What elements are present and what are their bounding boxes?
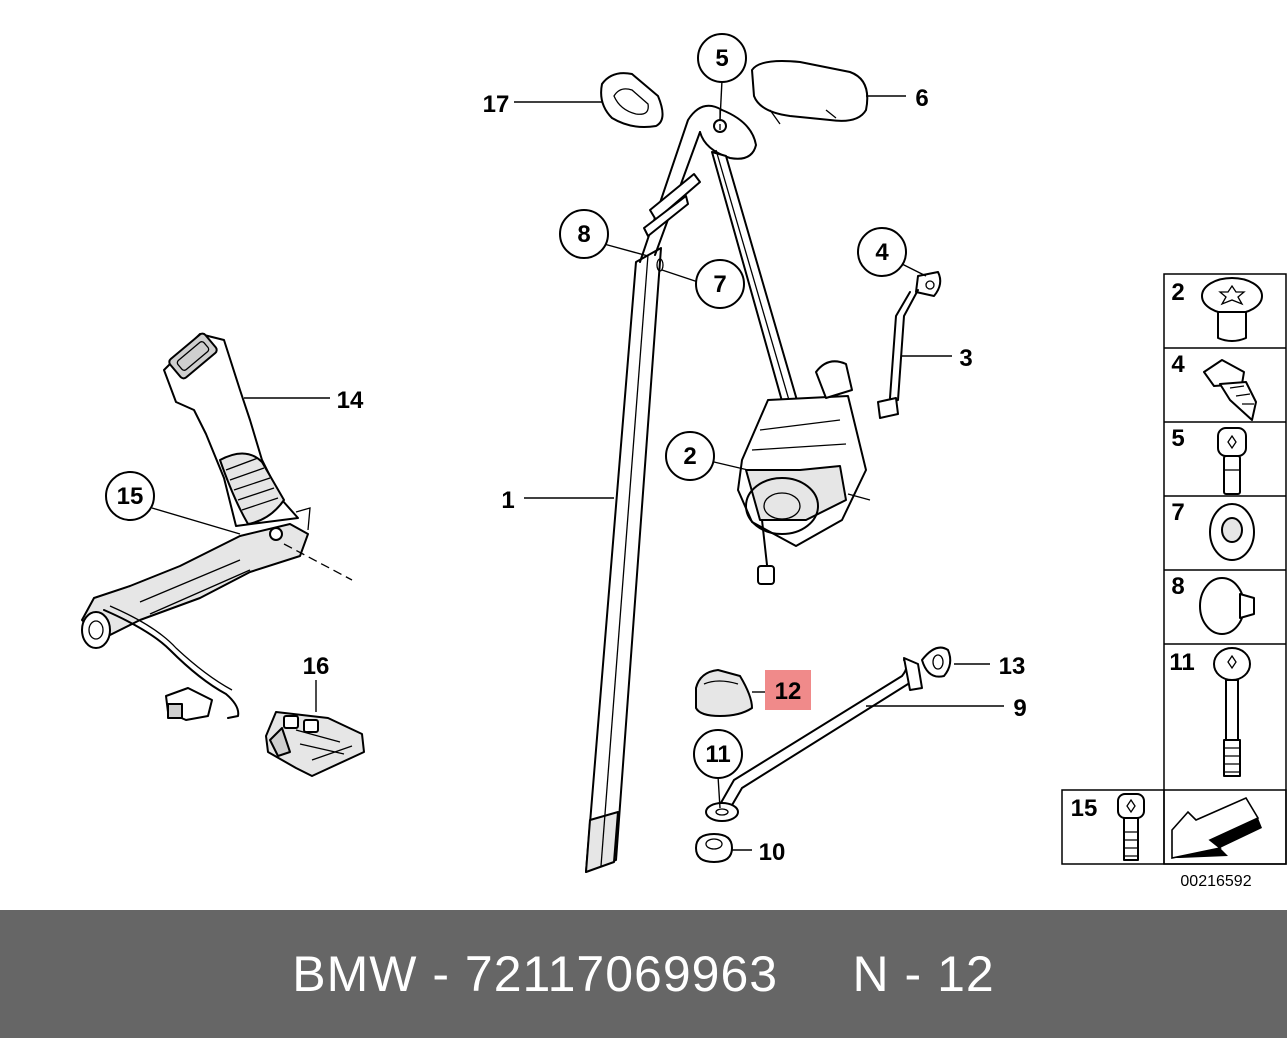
label-1: 1 [501,487,514,514]
callout-4: 4 [857,227,907,277]
svg-text:2: 2 [1171,279,1184,306]
label-17: 17 [483,91,510,118]
fastener-legend: 2 4 5 7 8 [1061,273,1287,865]
svg-text:5: 5 [715,45,728,72]
svg-text:4: 4 [1171,351,1185,378]
label-9: 9 [1013,695,1026,722]
svg-text:8: 8 [1171,573,1184,600]
svg-text:12: 12 [775,678,802,705]
label-13: 13 [999,653,1026,680]
svg-text:4: 4 [875,239,889,266]
label-3: 3 [959,345,972,372]
connector-16 [265,711,365,777]
callout-8: 8 [559,209,609,259]
svg-text:2: 2 [683,443,696,470]
part-number-caption: BMW - 72117069963 N - 12 [292,946,995,1002]
belt-retractor [737,360,871,585]
retractor-bracket [877,271,942,419]
label-14: 14 [337,387,364,414]
legend-row-4: 4 [1171,351,1257,421]
label-10: 10 [759,839,786,866]
callout-7: 7 [695,259,745,309]
legend-row-15: 15 [1071,793,1145,861]
svg-text:15: 15 [1071,795,1098,822]
legend-row-2: 2 [1171,277,1263,342]
callout-2: 2 [665,431,715,481]
svg-text:11: 11 [705,741,730,768]
callout-15: 15 [105,471,155,521]
callout-11: 11 [693,729,743,779]
svg-text:5: 5 [1171,425,1184,452]
svg-text:7: 7 [713,271,726,298]
label-6: 6 [915,85,928,112]
footer-bar: BMW - 72117069963 N - 12 [0,910,1287,1038]
end-cap-12 [695,669,753,717]
upper-guide-trim [713,60,869,133]
legend-row-7: 7 [1171,499,1255,561]
highlight-box [765,670,811,710]
belt-buckle-assembly [81,332,311,721]
svg-text:11: 11 [1169,649,1194,676]
legend-row-11: 11 [1169,647,1251,777]
svg-text:8: 8 [577,221,590,248]
seat-belt-strap [585,104,813,873]
legend-row-8: 8 [1171,573,1255,635]
highlighted-part-12[interactable]: 12 [765,670,811,710]
svg-text:15: 15 [117,483,144,510]
drawing-number: 00216592 [1180,873,1251,890]
callout-5: 5 [697,33,747,83]
lower-anchor-rod [695,646,952,863]
direction-arrow-icon [1171,796,1262,859]
legend-row-5: 5 [1171,425,1247,495]
label-16: 16 [303,653,330,680]
seat-belt-cover-17 [600,72,664,128]
svg-text:7: 7 [1171,499,1184,526]
diagram-canvas: 5 8 7 4 2 15 11 17 6 3 1 14 16 13 9 10 1… [81,33,1287,890]
